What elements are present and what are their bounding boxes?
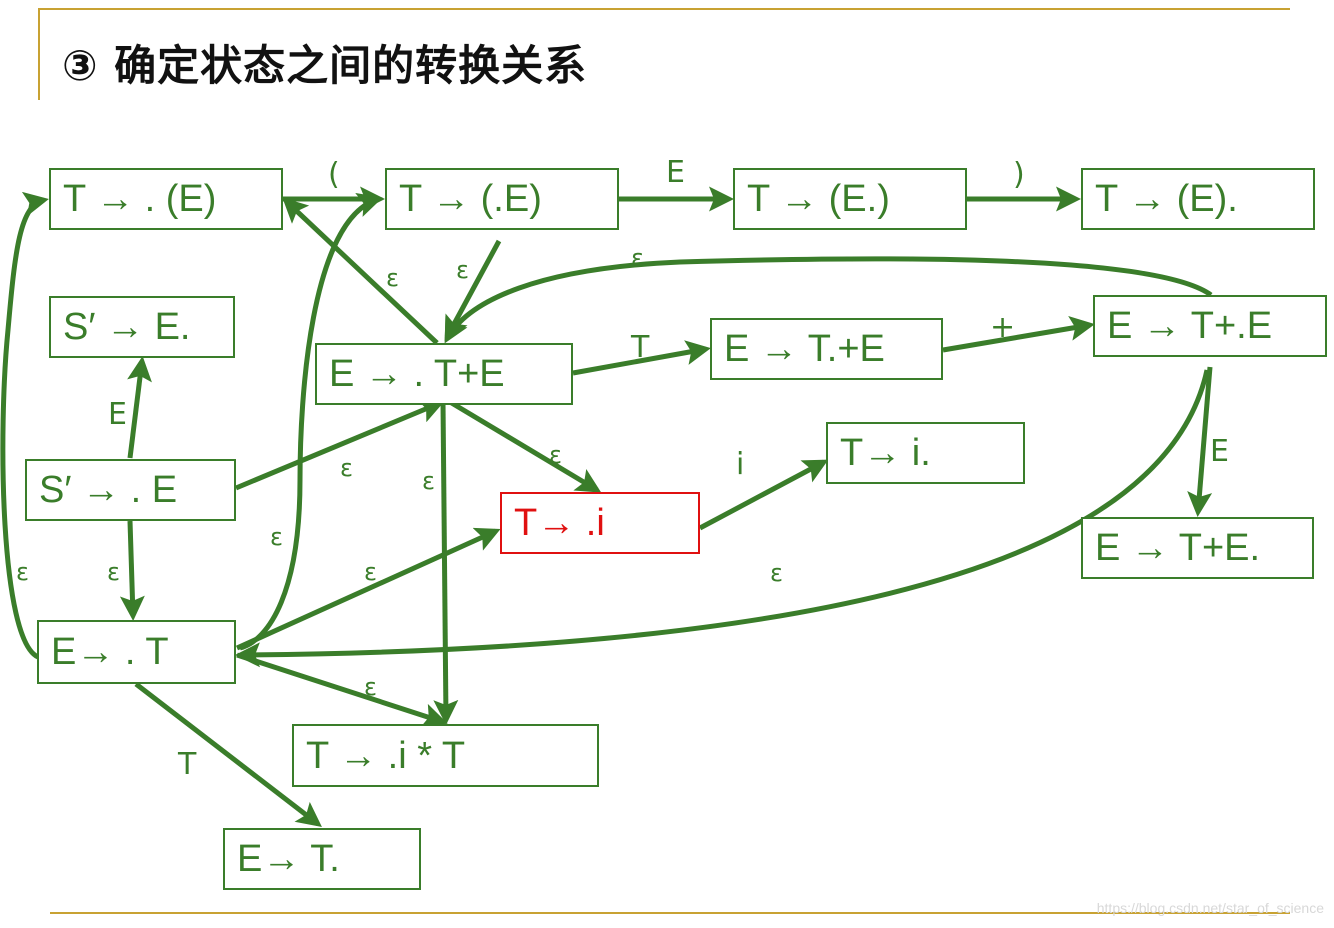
label-eps-4: ε [340,454,353,482]
edge-n6-n7 [572,340,711,376]
edge-n2-n6 [444,239,502,342]
edge-n13-n11 [235,527,501,651]
edge-n8-n6 [444,256,1213,344]
edge-n6-n1 [282,197,439,345]
state-n14: T → .i * T [292,724,599,787]
label-E-left: E [108,397,127,432]
state-n5: S′ → E. [49,296,235,358]
state-n6: E → . T+E [315,343,573,405]
edge-n11-n10 [698,459,829,531]
edge-n2-n13 [239,193,383,651]
edge-n6-n14 [433,401,459,725]
edge-n8-n13 [235,369,1210,668]
label-eps-7: ε [270,523,283,551]
edge-n9-n6 [235,399,445,491]
edge-n8-n12 [1187,366,1213,517]
label-eps-6: ε [549,441,562,469]
state-n4: T → (E). [1081,168,1315,230]
label-T-bottom: T [178,747,197,782]
label-eps-3: ε [631,244,644,272]
edge-n9-n13 [119,520,145,621]
label-E-top: E [666,155,685,190]
label-eps-10: ε [364,558,377,586]
page-title: ③ 确定状态之间的转换关系 [62,41,588,90]
label-eps-12: ε [364,673,377,701]
label-paren-close: ) [1013,157,1025,192]
state-n15: E→ T. [223,828,421,890]
state-n12: E → T+E. [1081,517,1314,579]
label-eps-5: ε [422,467,435,495]
edge-n7-n8 [942,316,1095,353]
bottom-rule [50,912,1290,914]
label-E-right: E [1210,434,1229,469]
state-n3: T → (E.) [733,168,967,230]
state-n10: T→ i. [826,422,1025,484]
label-paren-open: ( [328,157,340,192]
watermark: https://blog.csdn.net/star_of_science [1096,900,1324,916]
label-i: i [736,447,745,482]
label-eps-8: ε [16,558,29,586]
label-plus: + [990,310,1016,345]
state-n13: E→ . T [37,620,236,684]
edge-n9-n5 [127,356,152,459]
state-n9: S′ → . E [25,459,236,521]
edge-n13-n14 [236,652,448,728]
state-n8: E → T+.E [1093,295,1327,357]
edge-n13-n15 [134,682,322,828]
edge-n13-n1 [0,191,49,660]
label-eps-9: ε [107,558,120,586]
state-n2: T → (.E) [385,168,619,230]
state-n1: T → . (E) [49,168,283,230]
edge-n6-n11 [448,399,602,493]
label-eps-2: ε [456,256,469,284]
title-frame [38,8,1290,100]
label-T-mid: T [631,330,650,365]
state-n11: T→ .i [500,492,700,554]
state-n7: E → T.+E [710,318,943,380]
label-eps-11: ε [770,559,783,587]
label-eps-1: ε [386,264,399,292]
